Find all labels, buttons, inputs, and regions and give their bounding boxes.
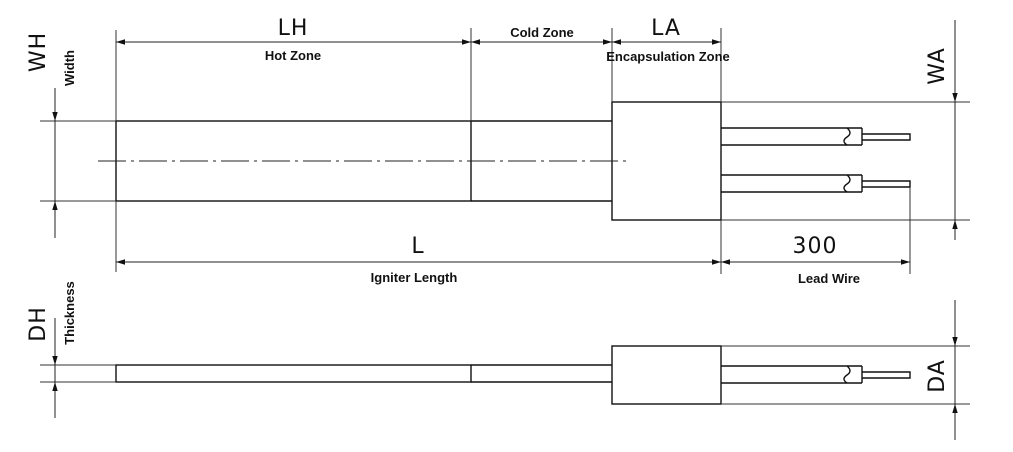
lead-wire-upper [721, 127, 911, 146]
hot-zone-body [115, 120, 472, 202]
label-width: Width [62, 50, 77, 86]
top-view: LH Hot Zone Cold Zone LA Encapsulation Z… [26, 16, 970, 286]
cold-zone-side [471, 364, 612, 383]
label-cold-zone: Cold Zone [510, 25, 574, 40]
label-thickness: Thickness [62, 281, 77, 345]
dim-l: L [411, 234, 424, 259]
label-lead-wire: Lead Wire [798, 271, 860, 286]
encapsulation-block [611, 101, 722, 221]
label-igniter-length: Igniter Length [371, 270, 458, 285]
dim-la: LA [651, 16, 681, 41]
dim-wh: WH [26, 32, 51, 72]
lead-wire-side [721, 365, 911, 384]
hot-zone-side [115, 364, 472, 383]
dim-lead-wire: 300 [793, 234, 838, 259]
dim-wa: WA [925, 47, 950, 85]
label-encapsulation-zone: Encapsulation Zone [606, 49, 730, 64]
side-view: DH Thickness DA [26, 281, 970, 440]
dim-da: DA [925, 359, 950, 393]
lead-wire-lower [721, 174, 911, 193]
cold-zone-body [471, 120, 612, 202]
encapsulation-side [611, 345, 722, 405]
dim-lh: LH [278, 16, 309, 41]
label-hot-zone: Hot Zone [265, 48, 321, 63]
dim-dh: DH [26, 306, 51, 341]
